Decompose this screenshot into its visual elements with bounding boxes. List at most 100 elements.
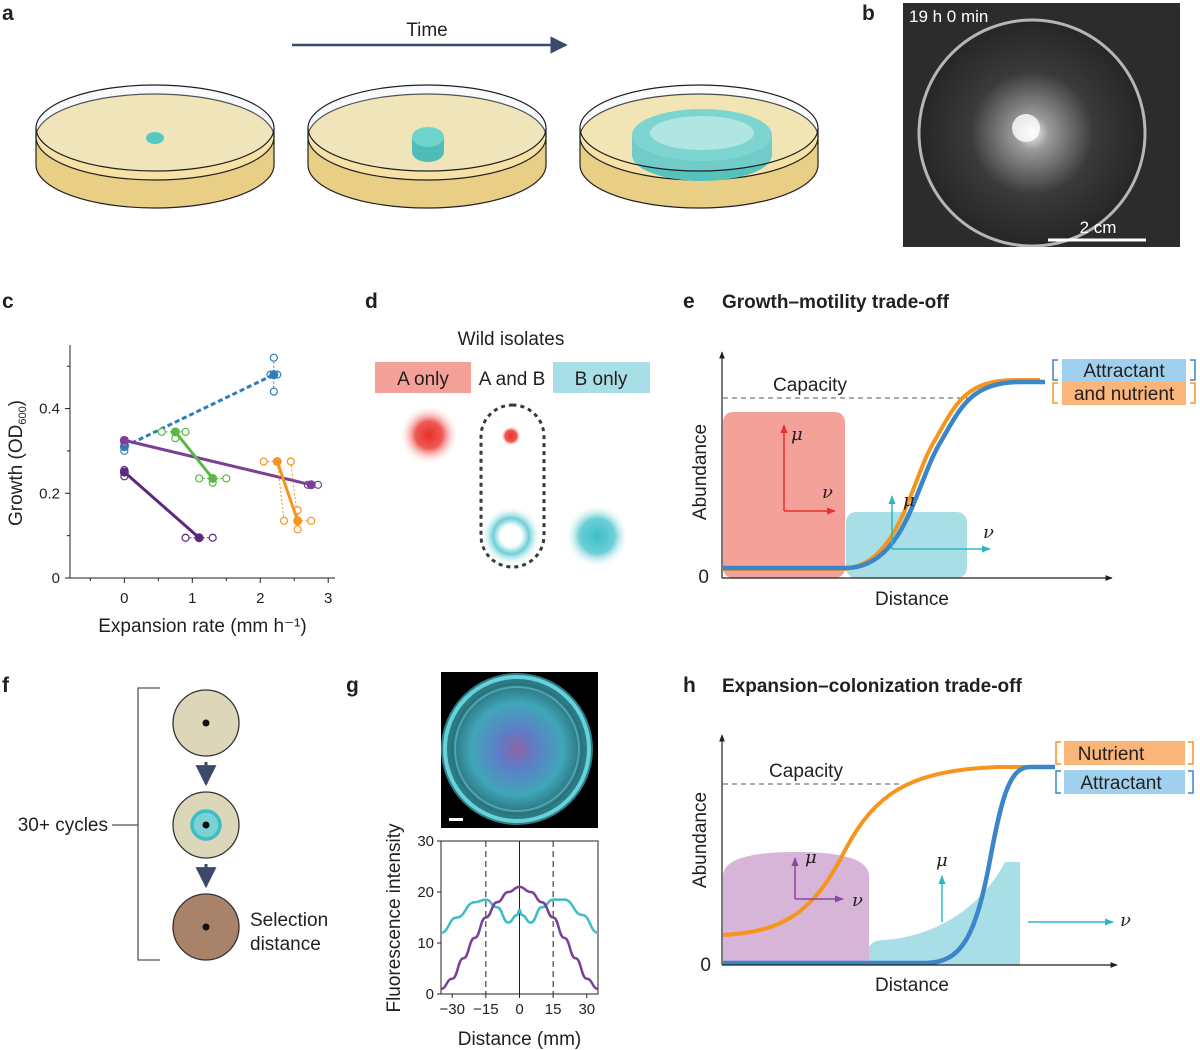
zero-label-e: 0 (698, 567, 709, 588)
time-label: Time (406, 20, 448, 41)
panel-f: f 30+ cycles Selection distance (2, 674, 328, 961)
x-tick-label-g: 0 (515, 1001, 523, 1018)
mu-label-h-a: μ (805, 847, 817, 868)
attractant-curve (723, 764, 1055, 966)
replicate-point-3 (279, 516, 289, 525)
replicate-point-0 (269, 387, 278, 396)
coculture-outline (479, 403, 546, 569)
petri-dish-2 (307, 84, 547, 209)
attractant-box-h (1064, 770, 1185, 794)
nutrient-curve (722, 765, 1055, 937)
panel-e-title: Growth–motility trade-off (722, 292, 950, 313)
legend-a-and-b: A and B (479, 369, 546, 390)
attractant-label-e: Attractant (1083, 361, 1165, 382)
y-tick-label-g: 10 (417, 935, 434, 952)
y-tick-label-g: 20 (417, 884, 434, 901)
series-line-2 (174, 430, 214, 480)
plate-photo-g (441, 672, 598, 828)
series-point-1 (119, 435, 129, 445)
series-line-1 (124, 438, 312, 487)
y-axis-label-g: Fluorescence intensity (384, 823, 405, 1013)
series-line-3 (275, 461, 300, 522)
panel-label-d: d (365, 290, 378, 313)
legend-b-only: B only (575, 369, 628, 390)
colony-a-in-coculture (501, 426, 521, 446)
capacity-label-h: Capacity (769, 761, 843, 782)
x-tick-label-g: −30 (439, 1001, 464, 1018)
selection-label-1: Selection (250, 910, 328, 931)
nutrient-box-h (1064, 741, 1185, 765)
nu-label-b: ν (983, 522, 994, 543)
panel-label-b: b (862, 2, 875, 25)
replicate-point-4 (208, 533, 217, 542)
species-b-bar (846, 512, 967, 578)
colony-small (146, 132, 164, 144)
x-tick-label-g: 15 (545, 1001, 562, 1018)
capacity-label: Capacity (773, 375, 847, 396)
plate-photo-b (903, 3, 1180, 247)
petri-dish-3 (579, 84, 819, 209)
replicate-point-3 (259, 457, 268, 466)
replicate-point-2 (157, 427, 166, 436)
panel-h: h Expansion–colonization trade-off Capac… (683, 674, 1194, 996)
mu-label-h-b: μ (936, 850, 948, 871)
x-tick-label-g: −15 (473, 1001, 498, 1018)
x-tick-label-c: 1 (188, 590, 196, 607)
scale-label: 2 cm (1080, 218, 1117, 237)
species-a-bar-h (723, 852, 869, 965)
cycle-bracket (137, 687, 160, 961)
series-line-g-1 (440, 885, 599, 991)
replicate-point-3 (307, 516, 316, 525)
petri-dish-1 (35, 84, 275, 209)
series-point-3 (293, 516, 303, 526)
series-point-0 (269, 370, 279, 380)
panel-b: b 19 h 0 min 2 cm (862, 2, 1180, 247)
distance-label-h: Distance (875, 975, 949, 996)
colony-b-only (565, 504, 629, 568)
attractant-box (1062, 359, 1186, 382)
series-point-3 (272, 457, 282, 466)
abundance-label-e: Abundance (690, 424, 711, 520)
abundance-label-h: Abundance (690, 792, 711, 888)
x-tick-label-c: 2 (256, 590, 264, 607)
x-tick-label-c: 0 (120, 590, 128, 607)
y-tick-label-c: 0.2 (39, 485, 60, 502)
series-line-0 (123, 373, 275, 449)
attractant-nutrient-curve-orange (723, 378, 1040, 571)
series-line-g-0 (440, 898, 599, 935)
y-tick-label-c: 0.4 (39, 401, 60, 418)
replicate-point-4 (181, 533, 190, 542)
x-tick-label-g: 30 (578, 1001, 595, 1018)
replicate-point-2 (195, 474, 204, 483)
x-axis-label-c: Expansion rate (mm h⁻¹) (98, 616, 307, 637)
panel-label-h: h (683, 674, 696, 697)
cycles-label: 30+ cycles (18, 815, 108, 836)
colony-medium (412, 127, 444, 147)
distance-label-e: Distance (875, 589, 949, 610)
replicate-point-3 (286, 457, 295, 466)
panel-label-e: e (683, 290, 695, 313)
legend-a-only: A only (397, 369, 449, 390)
scale-bar-g (449, 818, 463, 821)
replicate-point-0 (269, 353, 278, 362)
panel-label-a: a (2, 2, 14, 25)
replicate-point-2 (222, 474, 231, 483)
nu-label-a: ν (822, 482, 833, 503)
series-point-4 (119, 467, 129, 477)
legend-a-only-box (375, 362, 471, 393)
attractant-label-h: Attractant (1080, 773, 1162, 794)
nu-label-h-b: ν (1120, 910, 1131, 931)
selection-label-2: distance (250, 934, 321, 955)
panel-label-f: f (2, 674, 10, 697)
y-axis-label-c: Growth (OD600) (6, 400, 29, 526)
panel-d: d Wild isolates A only A and B B only (365, 290, 650, 569)
panel-label-c: c (2, 290, 14, 313)
y-tick-label-g: 0 (426, 986, 434, 1003)
series-point-2 (170, 427, 180, 437)
nutrient-box (1062, 382, 1186, 405)
x-axis-label-g: Distance (mm) (458, 1029, 582, 1050)
